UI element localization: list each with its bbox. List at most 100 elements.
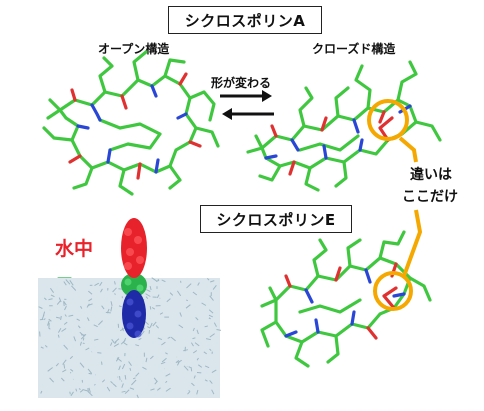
- lipid-stroke: [129, 387, 135, 390]
- lipid-stroke: [208, 317, 211, 320]
- lipid-stroke: [93, 324, 98, 328]
- lipid-stroke: [115, 356, 120, 362]
- title-cyclosporin-e: シクロスポリンE: [200, 205, 352, 233]
- lipid-stroke: [121, 383, 124, 388]
- lipid-stroke: [87, 390, 93, 397]
- lipid-stroke: [121, 390, 126, 393]
- lipid-stroke: [106, 386, 111, 392]
- lipid-stroke: [48, 318, 52, 322]
- lipid-stroke: [98, 320, 103, 326]
- lipid-stroke: [211, 389, 215, 395]
- lipid-stroke: [145, 289, 151, 292]
- lipid-stroke: [128, 361, 132, 366]
- lipid-stroke: [204, 379, 208, 382]
- lipid-stroke: [208, 309, 214, 314]
- lipid-stroke: [38, 306, 43, 309]
- lipid-stroke: [211, 369, 217, 374]
- lipid-stroke: [123, 342, 128, 346]
- lipid-stroke: [79, 331, 85, 337]
- lipid-stroke: [87, 368, 93, 374]
- lipid-stroke: [57, 328, 62, 333]
- lipid-stroke: [165, 380, 168, 384]
- lipid-stroke: [132, 377, 136, 380]
- lipid-stroke: [161, 279, 166, 283]
- lipid-stroke: [185, 304, 191, 309]
- lipid-stroke: [101, 305, 105, 310]
- lipid-stroke: [88, 298, 93, 302]
- lipid-stroke: [192, 291, 198, 296]
- only-difference-label-1: 違いは: [410, 167, 452, 183]
- lipid-stroke: [87, 290, 93, 295]
- lipid-stroke: [204, 325, 208, 328]
- lipid-stroke: [65, 279, 71, 285]
- lipid-stroke: [47, 320, 50, 326]
- lipid-stroke: [56, 300, 61, 305]
- lipid-stroke: [110, 306, 113, 312]
- lipid-stroke: [49, 377, 55, 383]
- lipid-stroke: [101, 379, 106, 383]
- lipid-stroke: [101, 361, 103, 365]
- lipid-stroke: [178, 324, 184, 329]
- lipid-stroke: [114, 293, 116, 296]
- lipid-stroke: [111, 339, 115, 344]
- lipid-stroke: [183, 349, 189, 352]
- lipid-stroke: [63, 321, 68, 325]
- lipid-stroke: [185, 299, 189, 302]
- shape-changes-label: 形が変わる: [211, 76, 272, 90]
- lipid-stroke: [149, 355, 154, 360]
- lipid-stroke: [151, 277, 157, 282]
- lipid-stroke: [190, 367, 193, 372]
- lipid-stroke: [44, 345, 48, 348]
- lipid-stroke: [192, 337, 196, 340]
- membrane-simulation: [38, 218, 222, 399]
- lipid-stroke: [62, 359, 67, 365]
- lipid-stroke: [57, 334, 60, 338]
- lipid-stroke: [156, 294, 160, 299]
- lipid-stroke: [106, 308, 110, 314]
- lipid-stroke: [191, 382, 195, 387]
- lipid-stroke: [49, 287, 55, 293]
- lipid-stroke: [160, 361, 166, 365]
- lipid-stroke: [145, 293, 151, 297]
- highlight-connector: [398, 136, 418, 163]
- lipid-stroke: [110, 301, 113, 307]
- lipid-stroke: [161, 357, 167, 363]
- lipid-stroke: [179, 312, 182, 317]
- lipid-stroke: [63, 281, 67, 286]
- lipid-stroke: [205, 338, 211, 341]
- lipid-stroke: [63, 344, 69, 350]
- lipid-stroke: [71, 285, 77, 291]
- lipid-stroke: [79, 362, 85, 368]
- lipid-stroke: [209, 380, 213, 384]
- lipid-stroke: [48, 298, 53, 301]
- lipid-stroke: [62, 369, 67, 373]
- lipid-stroke: [118, 305, 122, 308]
- lipid-stroke: [196, 357, 199, 361]
- lipid-stroke: [97, 352, 102, 354]
- lipid-stroke: [131, 379, 137, 386]
- lipid-stroke: [155, 279, 160, 282]
- lipid-stroke: [136, 394, 139, 399]
- lipid-stroke: [93, 338, 99, 341]
- lipid-stroke: [77, 325, 81, 329]
- lipid-stroke: [79, 389, 84, 393]
- lipid-stroke: [110, 381, 114, 384]
- lipid-stroke: [135, 344, 140, 347]
- lipid-stroke: [213, 322, 217, 327]
- lipid-stroke: [55, 362, 59, 367]
- lipid-stroke: [149, 285, 152, 291]
- lipid-stroke: [204, 365, 210, 369]
- lipid-stroke: [196, 389, 199, 395]
- lipid-stroke: [190, 342, 194, 347]
- open-structure-label: オープン構造: [98, 42, 170, 56]
- lipid-stroke: [145, 357, 148, 363]
- lipid-stroke: [142, 366, 147, 370]
- lipid-stroke: [198, 364, 203, 368]
- lipid-stroke: [86, 317, 90, 322]
- lipid-stroke: [121, 327, 124, 332]
- title-cyclosporin-a: シクロスポリンA: [168, 6, 322, 34]
- lipid-stroke: [149, 322, 153, 328]
- lipid-stroke: [75, 388, 78, 392]
- lipid-stroke: [80, 333, 87, 340]
- lipid-stroke: [76, 318, 80, 322]
